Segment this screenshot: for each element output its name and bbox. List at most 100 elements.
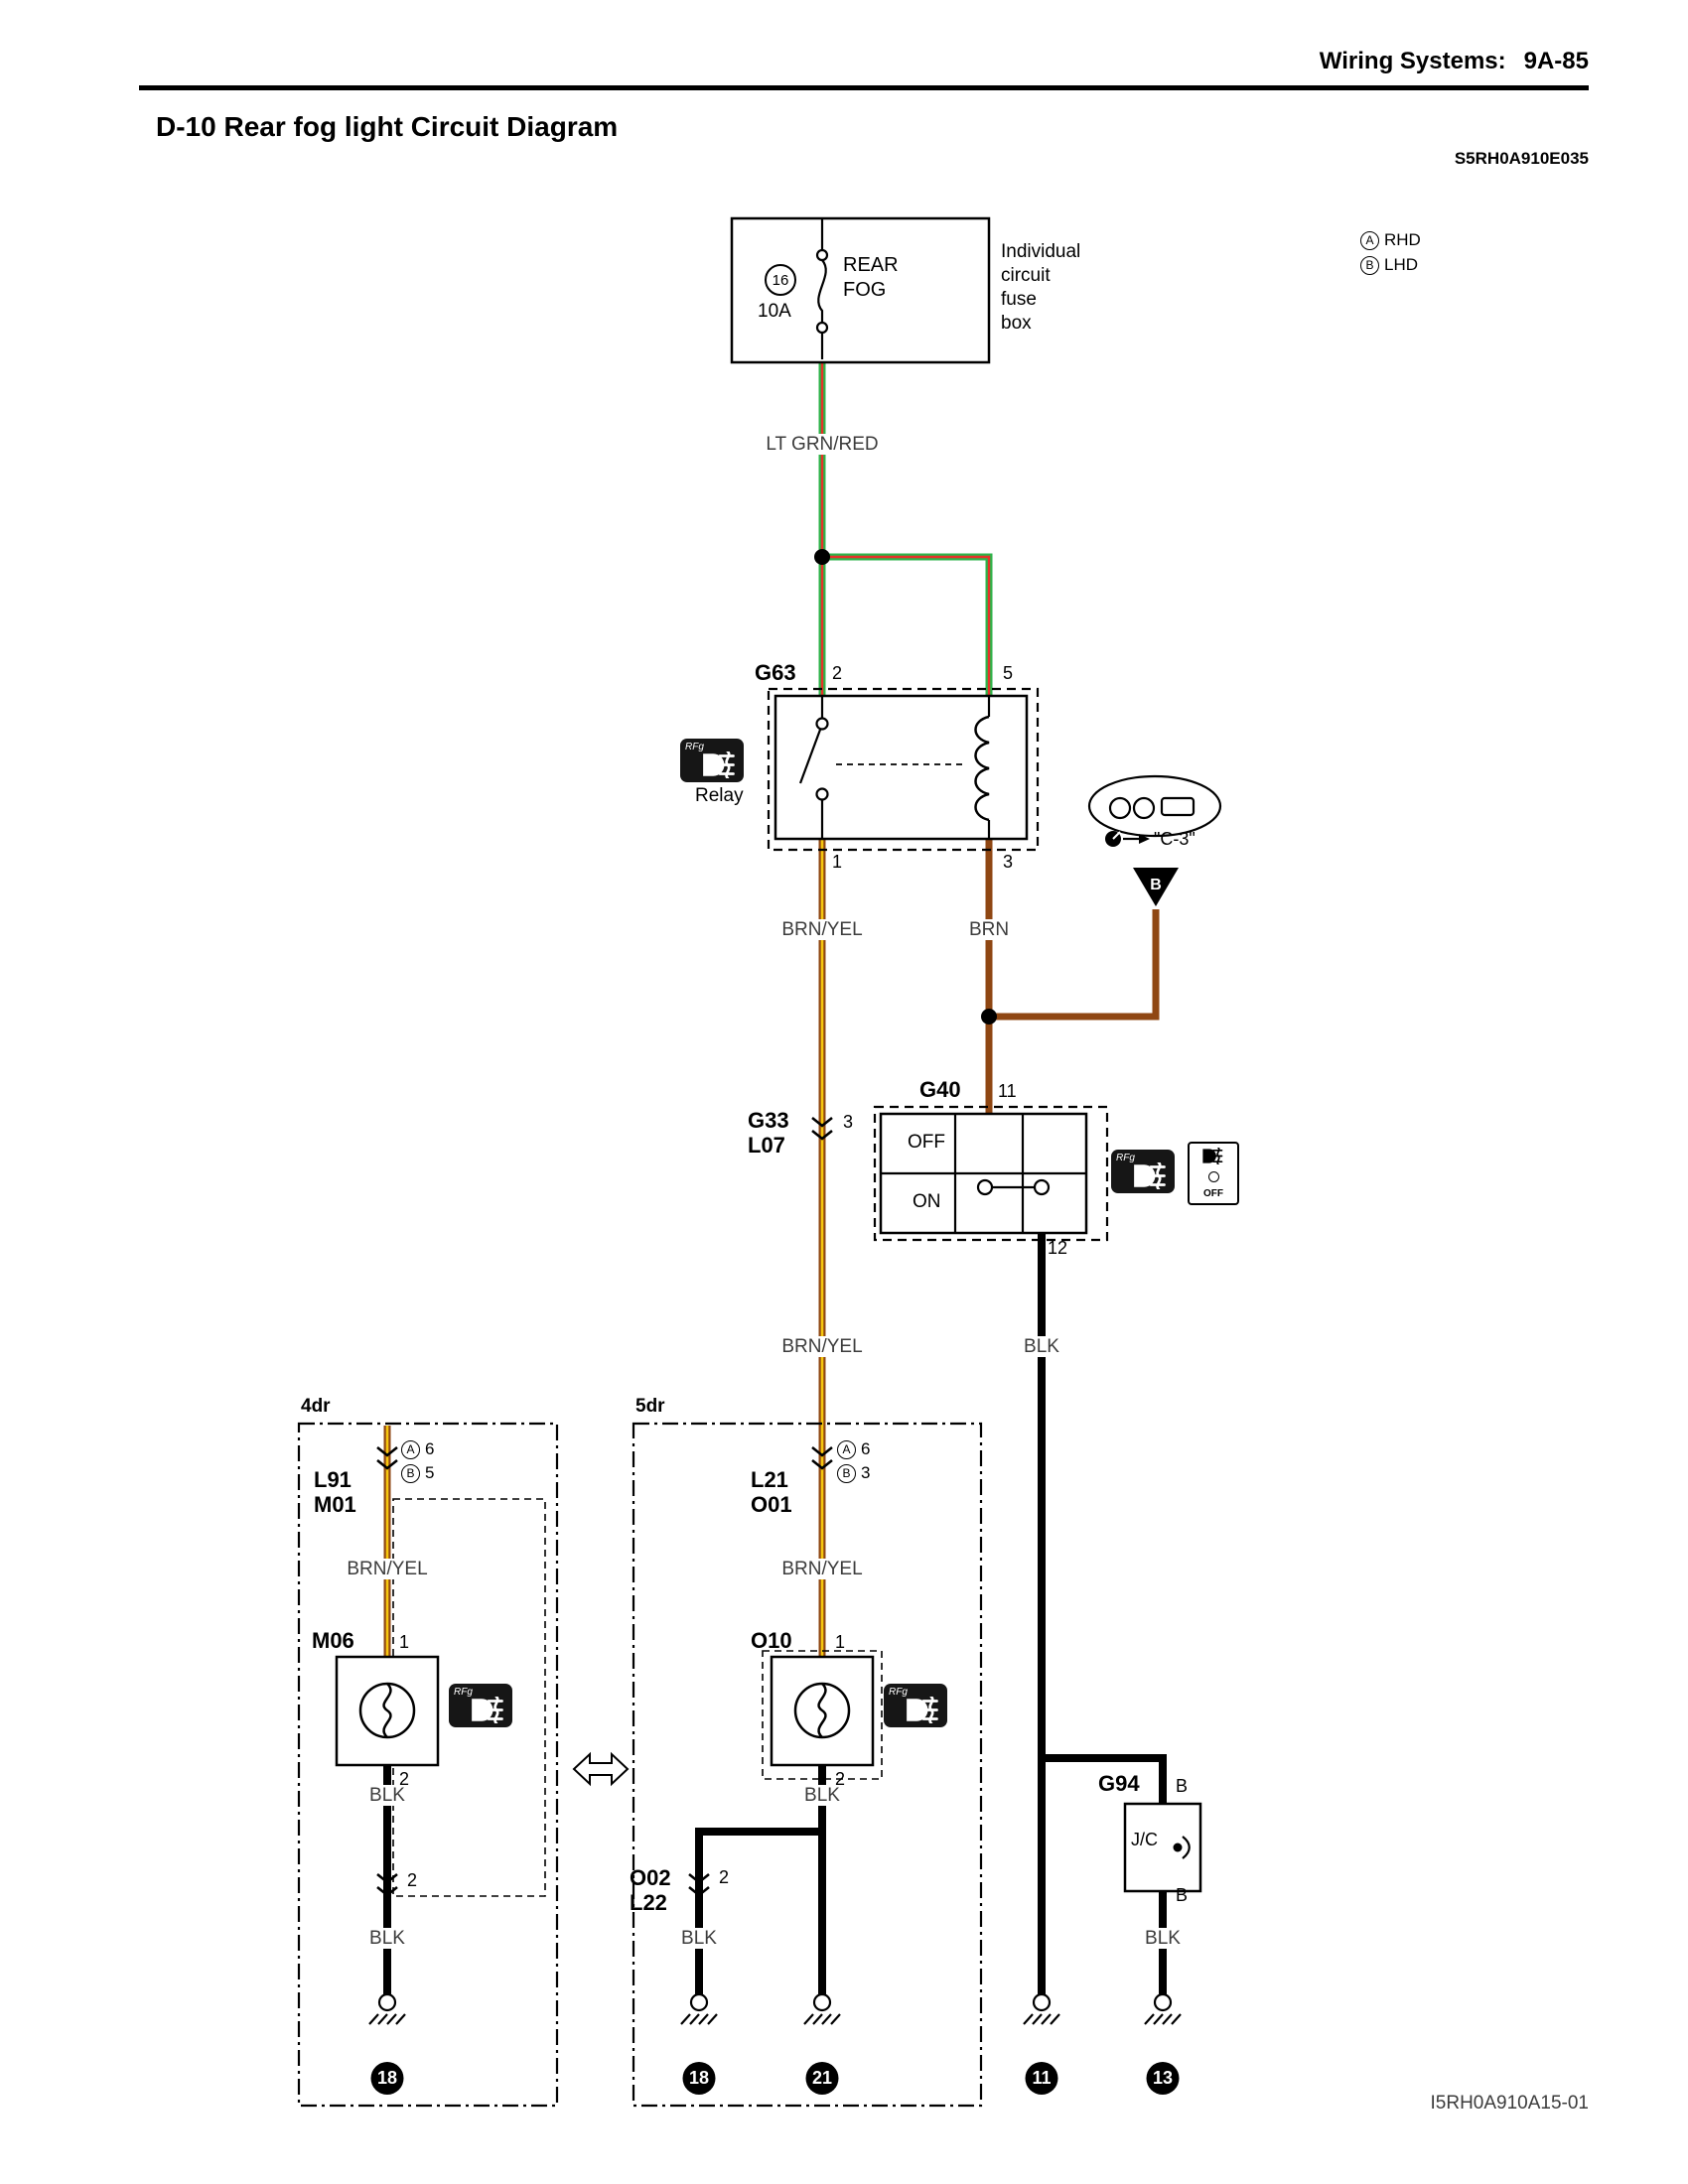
ground-icon	[1022, 1992, 1061, 2026]
relay-id: G63	[755, 660, 796, 685]
pin-b-value: 3	[861, 1463, 871, 1482]
circle-b-icon: B	[1360, 255, 1379, 275]
wire-label-relay-out: BRN/YEL	[778, 919, 866, 941]
jc-g94-pin-top: B	[1176, 1776, 1189, 1796]
relay-caption: Relay	[695, 785, 744, 806]
lamp-o10-pin2: 2	[835, 1769, 846, 1789]
connector-o01: O01	[751, 1492, 792, 1517]
wire-label-feed: LT GRN/RED	[763, 434, 882, 456]
interchange-arrow-icon	[572, 1751, 630, 1787]
relay-pin-2: 2	[832, 663, 843, 683]
pin-b-value: 5	[425, 1463, 435, 1482]
fuse-caption-1: Individual	[1001, 241, 1081, 262]
wire-label-switch-out: BLK	[1021, 1336, 1062, 1358]
lamp-ground-wires	[383, 1765, 826, 1995]
connector-4dr-gnd-pin: 2	[407, 1870, 418, 1890]
badge-text: RFg	[889, 1687, 908, 1698]
relay-pin-3: 3	[1003, 852, 1014, 872]
box-5dr-outline	[632, 1422, 983, 2108]
instrument-cluster-icon: B	[1087, 774, 1222, 906]
ground-icon	[1143, 1992, 1183, 2026]
lamp-o10-symbol	[762, 1650, 883, 1780]
circle-b-icon: B	[837, 1463, 856, 1483]
pin-a-value: 6	[861, 1439, 871, 1458]
legend-rhd: A RHD	[1360, 230, 1421, 250]
ground-number-18-4dr: 18	[370, 2062, 404, 2095]
switch-id: G40	[919, 1077, 961, 1102]
badge-text: RFg	[454, 1687, 473, 1698]
switch-pin-12: 12	[1048, 1238, 1068, 1258]
pin-a-value: 6	[425, 1439, 435, 1458]
jc-g94-label: J/C	[1131, 1830, 1158, 1849]
connector-l22: L22	[630, 1890, 667, 1915]
relay-g63-symbol	[767, 687, 1040, 852]
fuse-name-line2: FOG	[843, 279, 887, 301]
rear-fog-badge-o10: RFg	[884, 1684, 947, 1727]
switch-pin-11: 11	[998, 1081, 1017, 1101]
ground-icon	[367, 1992, 407, 2026]
ground-number-21: 21	[805, 2062, 839, 2095]
footer-code: I5RH0A910A15-01	[1430, 2093, 1590, 2114]
indicator-off-label: OFF	[1203, 1188, 1223, 1199]
rear-fog-icon	[905, 1697, 938, 1723]
fuse-caption-3: fuse	[1001, 289, 1037, 310]
lamp-m06-pin1: 1	[399, 1632, 410, 1652]
lamp-m06-id: M06	[312, 1628, 354, 1653]
connector-m01: M01	[314, 1492, 356, 1517]
rear-fog-icon	[701, 751, 735, 778]
jc-g94-pin-bottom: B	[1176, 1885, 1189, 1905]
pin-row-a6-5dr: A 6	[837, 1439, 870, 1459]
lamp-o10-pin1: 1	[835, 1632, 846, 1652]
switch-g40-symbol	[873, 1105, 1109, 1242]
doc-code: S5RH0A910E035	[1454, 149, 1589, 168]
wire-label-o02-blk: BLK	[678, 1928, 720, 1950]
circle-a-icon: A	[837, 1439, 856, 1459]
connector-g33-line1: G33	[748, 1108, 789, 1133]
connector-o02: O02	[630, 1865, 671, 1890]
box-5dr-label: 5dr	[635, 1396, 665, 1417]
relay-pin-1: 1	[832, 852, 843, 872]
fuse-name-line1: REAR	[843, 254, 899, 276]
page-header: Wiring Systems: 9A-85	[1320, 48, 1589, 75]
wire-label-5dr-blk: BLK	[801, 1785, 843, 1807]
jc-g94-id: G94	[1098, 1771, 1140, 1796]
indicator-circle-icon	[1207, 1170, 1219, 1182]
pin-row-a6-4dr: A 6	[401, 1439, 434, 1459]
wire-label-4dr: BRN/YEL	[344, 1559, 431, 1580]
fuse-caption-4: box	[1001, 313, 1032, 334]
switch-position-indicator: OFF	[1188, 1142, 1239, 1205]
badge-text: RFg	[1116, 1153, 1135, 1163]
ground-symbols	[367, 1992, 1183, 2026]
relay-pin-5: 5	[1003, 663, 1014, 683]
pin-row-b3-5dr: B 3	[837, 1463, 870, 1483]
wire-label-coil-out: BRN	[965, 919, 1013, 941]
ground-number-11: 11	[1025, 2062, 1058, 2095]
fuse-rating: 10A	[758, 301, 791, 322]
wire-label-4dr-blk1: BLK	[366, 1785, 408, 1807]
diagram-title: D-10 Rear fog light Circuit Diagram	[156, 111, 619, 142]
wire-label-5dr: BRN/YEL	[778, 1559, 866, 1580]
cluster-pin-label: B	[1150, 877, 1162, 893]
ground-icon	[679, 1992, 719, 2026]
relay-output-wires	[818, 839, 1160, 1657]
rear-fog-icon	[1201, 1148, 1223, 1164]
junction-dot	[814, 549, 830, 565]
legend-lhd: B LHD	[1360, 255, 1418, 275]
switch-row-on: ON	[913, 1191, 941, 1212]
ground-icon	[802, 1992, 842, 2026]
ground-number-18-5dr: 18	[682, 2062, 716, 2095]
rear-fog-badge-relay: RFg	[680, 739, 744, 782]
connector-l91: L91	[314, 1467, 352, 1492]
rear-fog-icon	[470, 1697, 503, 1723]
connector-o02-pin: 2	[719, 1867, 730, 1887]
wire-label-mid: BRN/YEL	[778, 1336, 866, 1358]
connector-g33-line2: L07	[748, 1133, 785, 1158]
cluster-connector-label: "C-3"	[1154, 829, 1196, 849]
connector-g33-pin: 3	[843, 1112, 854, 1132]
circle-b-icon: B	[401, 1463, 420, 1483]
lamp-m06-symbol	[335, 1655, 440, 1767]
connector-triangle-b	[1133, 868, 1179, 906]
legend-rhd-label: RHD	[1384, 230, 1421, 249]
